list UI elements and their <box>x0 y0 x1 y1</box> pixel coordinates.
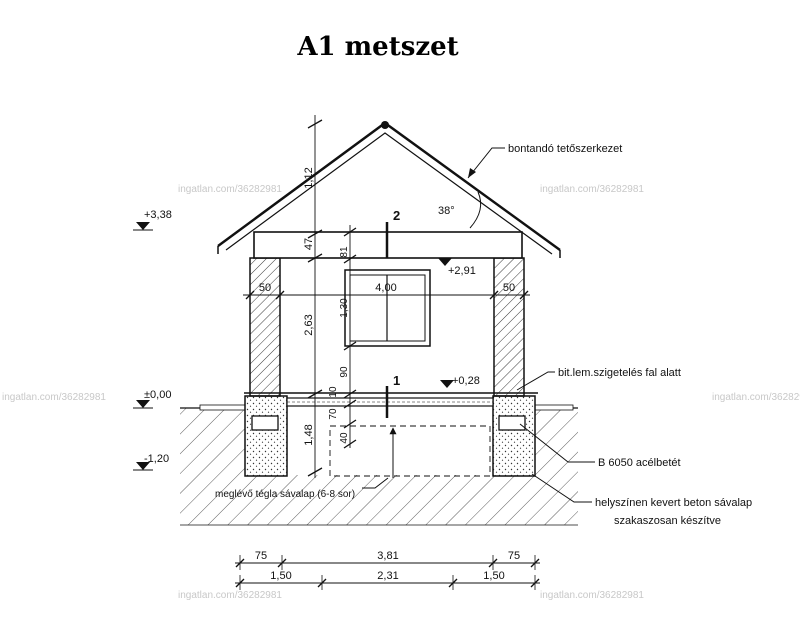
svg-text:75: 75 <box>508 550 520 562</box>
svg-text:50: 50 <box>503 282 515 294</box>
svg-text:helyszínen kevert beton sávala: helyszínen kevert beton sávalap <box>595 497 752 509</box>
watermark: ingatlan.com/36282981 <box>178 590 282 601</box>
svg-text:szakaszosan készítve: szakaszosan készítve <box>614 515 721 527</box>
svg-text:75: 75 <box>255 550 267 562</box>
svg-text:1,30: 1,30 <box>339 298 350 318</box>
svg-text:bit.lem.szigetelés fal alatt: bit.lem.szigetelés fal alatt <box>558 367 681 379</box>
watermark: ingatlan.com/36282981 <box>178 184 282 195</box>
svg-text:1,50: 1,50 <box>270 570 291 582</box>
svg-text:4,00: 4,00 <box>375 282 396 294</box>
existing-brick-footing <box>329 425 491 477</box>
svg-text:+3,38: +3,38 <box>144 209 172 221</box>
svg-text:2: 2 <box>393 208 400 223</box>
svg-text:40: 40 <box>339 432 350 444</box>
svg-text:2,63: 2,63 <box>303 314 315 335</box>
svg-text:B 6050 acélbetét: B 6050 acélbetét <box>598 457 681 469</box>
svg-text:+2,91: +2,91 <box>448 265 476 277</box>
level-marker-top: +3,38 <box>133 209 172 231</box>
svg-text:-1,20: -1,20 <box>144 453 169 465</box>
vertical-dimension-inner: 81 1,30 90 10 70 40 <box>328 225 357 449</box>
level-marker-bottom: -1,20 <box>133 453 169 471</box>
annotation-rebar: B 6050 acélbetét <box>519 423 681 469</box>
dimension-row-1: 75 3,81 75 <box>235 550 540 570</box>
roof-angle: 38° <box>438 191 482 229</box>
svg-text:1,48: 1,48 <box>303 424 315 445</box>
section-marker-2: 2 <box>385 208 400 258</box>
watermark: ingatlan.com/36282981 <box>540 590 644 601</box>
vertical-dimension-main: 1,12 47 2,63 1,48 <box>303 115 323 478</box>
annotation-insulation: bit.lem.szigetelés fal alatt <box>516 367 681 391</box>
watermark: ingatlan.com/36282981 <box>2 392 106 403</box>
horizontal-dimension-interior: 50 4,00 50 <box>243 282 530 300</box>
svg-text:90: 90 <box>339 366 350 378</box>
roof <box>217 121 561 258</box>
svg-text:1,12: 1,12 <box>303 167 315 188</box>
level-marker-ceiling: +2,91 <box>438 257 476 277</box>
svg-text:3,81: 3,81 <box>377 550 398 562</box>
svg-text:2,31: 2,31 <box>377 570 398 582</box>
svg-text:38°: 38° <box>438 205 455 217</box>
svg-text:1: 1 <box>393 373 400 388</box>
wall-right <box>493 257 525 397</box>
svg-text:50: 50 <box>259 282 271 294</box>
page-title: A1 metszet <box>296 32 458 62</box>
annotation-concrete: helyszínen kevert beton sávalap szakaszo… <box>531 473 752 527</box>
svg-text:47: 47 <box>303 238 315 250</box>
svg-text:+0,28: +0,28 <box>452 375 480 387</box>
watermark: ingatlan.com/36282981 <box>540 184 644 195</box>
svg-text:70: 70 <box>328 408 339 420</box>
floor-slab <box>286 397 494 407</box>
svg-text:1,50: 1,50 <box>483 570 504 582</box>
foundation-left <box>244 395 288 477</box>
watermark: ingatlan.com/36282981 <box>712 392 800 403</box>
window <box>344 269 431 347</box>
svg-text:10: 10 <box>328 386 339 398</box>
dimension-row-2: 1,50 2,31 1,50 <box>235 570 540 590</box>
level-marker-floor: +0,28 <box>440 375 480 388</box>
svg-text:81: 81 <box>339 246 350 258</box>
annotation-roof-structure: bontandó tetőszerkezet <box>467 143 622 179</box>
svg-text:meglévő tégla sávalap (6-8 sor: meglévő tégla sávalap (6-8 sor) <box>215 489 355 500</box>
wall-left <box>249 257 281 397</box>
svg-text:±0,00: ±0,00 <box>144 389 171 401</box>
section-marker-1: 1 <box>385 373 400 418</box>
foundation-right <box>492 395 536 477</box>
ground <box>180 404 578 526</box>
svg-text:bontandó tetőszerkezet: bontandó tetőszerkezet <box>508 143 622 155</box>
annotation-existing-footing: meglévő tégla sávalap (6-8 sor) <box>215 477 389 500</box>
level-marker-zero: ±0,00 <box>133 389 171 409</box>
